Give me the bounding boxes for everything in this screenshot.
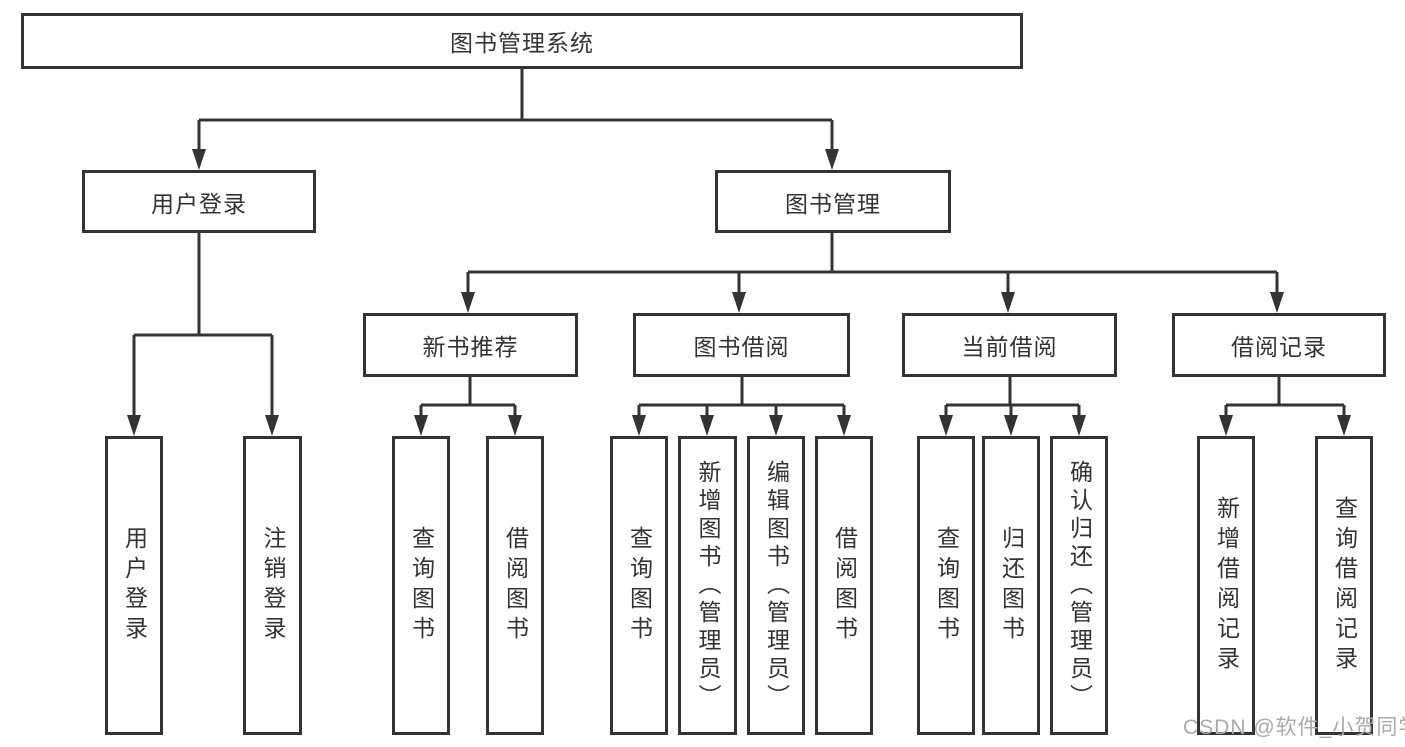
leaf-search-books-current: 查询图书 bbox=[917, 436, 975, 735]
arrowheads bbox=[127, 149, 1351, 436]
leaf-logout: 注销登录 bbox=[243, 436, 302, 735]
node-borrow-records: 借阅记录 bbox=[1172, 313, 1386, 377]
connector-borrow-records-branch bbox=[1224, 377, 1346, 418]
leaf-confirm-return-admin: 确认归还（管理员） bbox=[1050, 436, 1108, 735]
leaf-borrow-books-recommend: 借阅图书 bbox=[486, 436, 544, 735]
leaf-search-borrow-record: 查询借阅记录 bbox=[1315, 436, 1373, 735]
leaf-borrow-books: 借阅图书 bbox=[815, 436, 873, 735]
connector-book-management-branch bbox=[466, 233, 1279, 295]
connector-current-borrow-branch bbox=[944, 377, 1081, 418]
leaf-edit-book-admin: 编辑图书（管理员） bbox=[747, 436, 805, 735]
connector-root-to-level2 bbox=[197, 69, 834, 152]
node-current-borrow: 当前借阅 bbox=[902, 313, 1117, 377]
node-user-login: 用户登录 bbox=[82, 170, 316, 233]
node-book-management: 图书管理 bbox=[715, 170, 951, 233]
leaf-return-book: 归还图书 bbox=[982, 436, 1040, 735]
leaf-user-login: 用户登录 bbox=[105, 436, 163, 735]
leaf-add-borrow-record: 新增借阅记录 bbox=[1197, 436, 1255, 735]
connector-book-borrow-branch bbox=[637, 377, 846, 418]
connector-new-book-recommend-branch bbox=[419, 377, 517, 418]
leaf-search-books-borrow: 查询图书 bbox=[610, 436, 668, 735]
node-new-book-recommend: 新书推荐 bbox=[363, 313, 578, 377]
leaf-search-books-recommend: 查询图书 bbox=[392, 436, 450, 735]
csdn-watermark: CSDN @软件_小贺同学 bbox=[1183, 716, 1405, 739]
node-root-system: 图书管理系统 bbox=[21, 13, 1023, 69]
leaf-add-book-admin: 新增图书（管理员） bbox=[678, 436, 737, 735]
node-book-borrow: 图书借阅 bbox=[633, 313, 850, 377]
connector-user-login-branch bbox=[132, 233, 274, 418]
